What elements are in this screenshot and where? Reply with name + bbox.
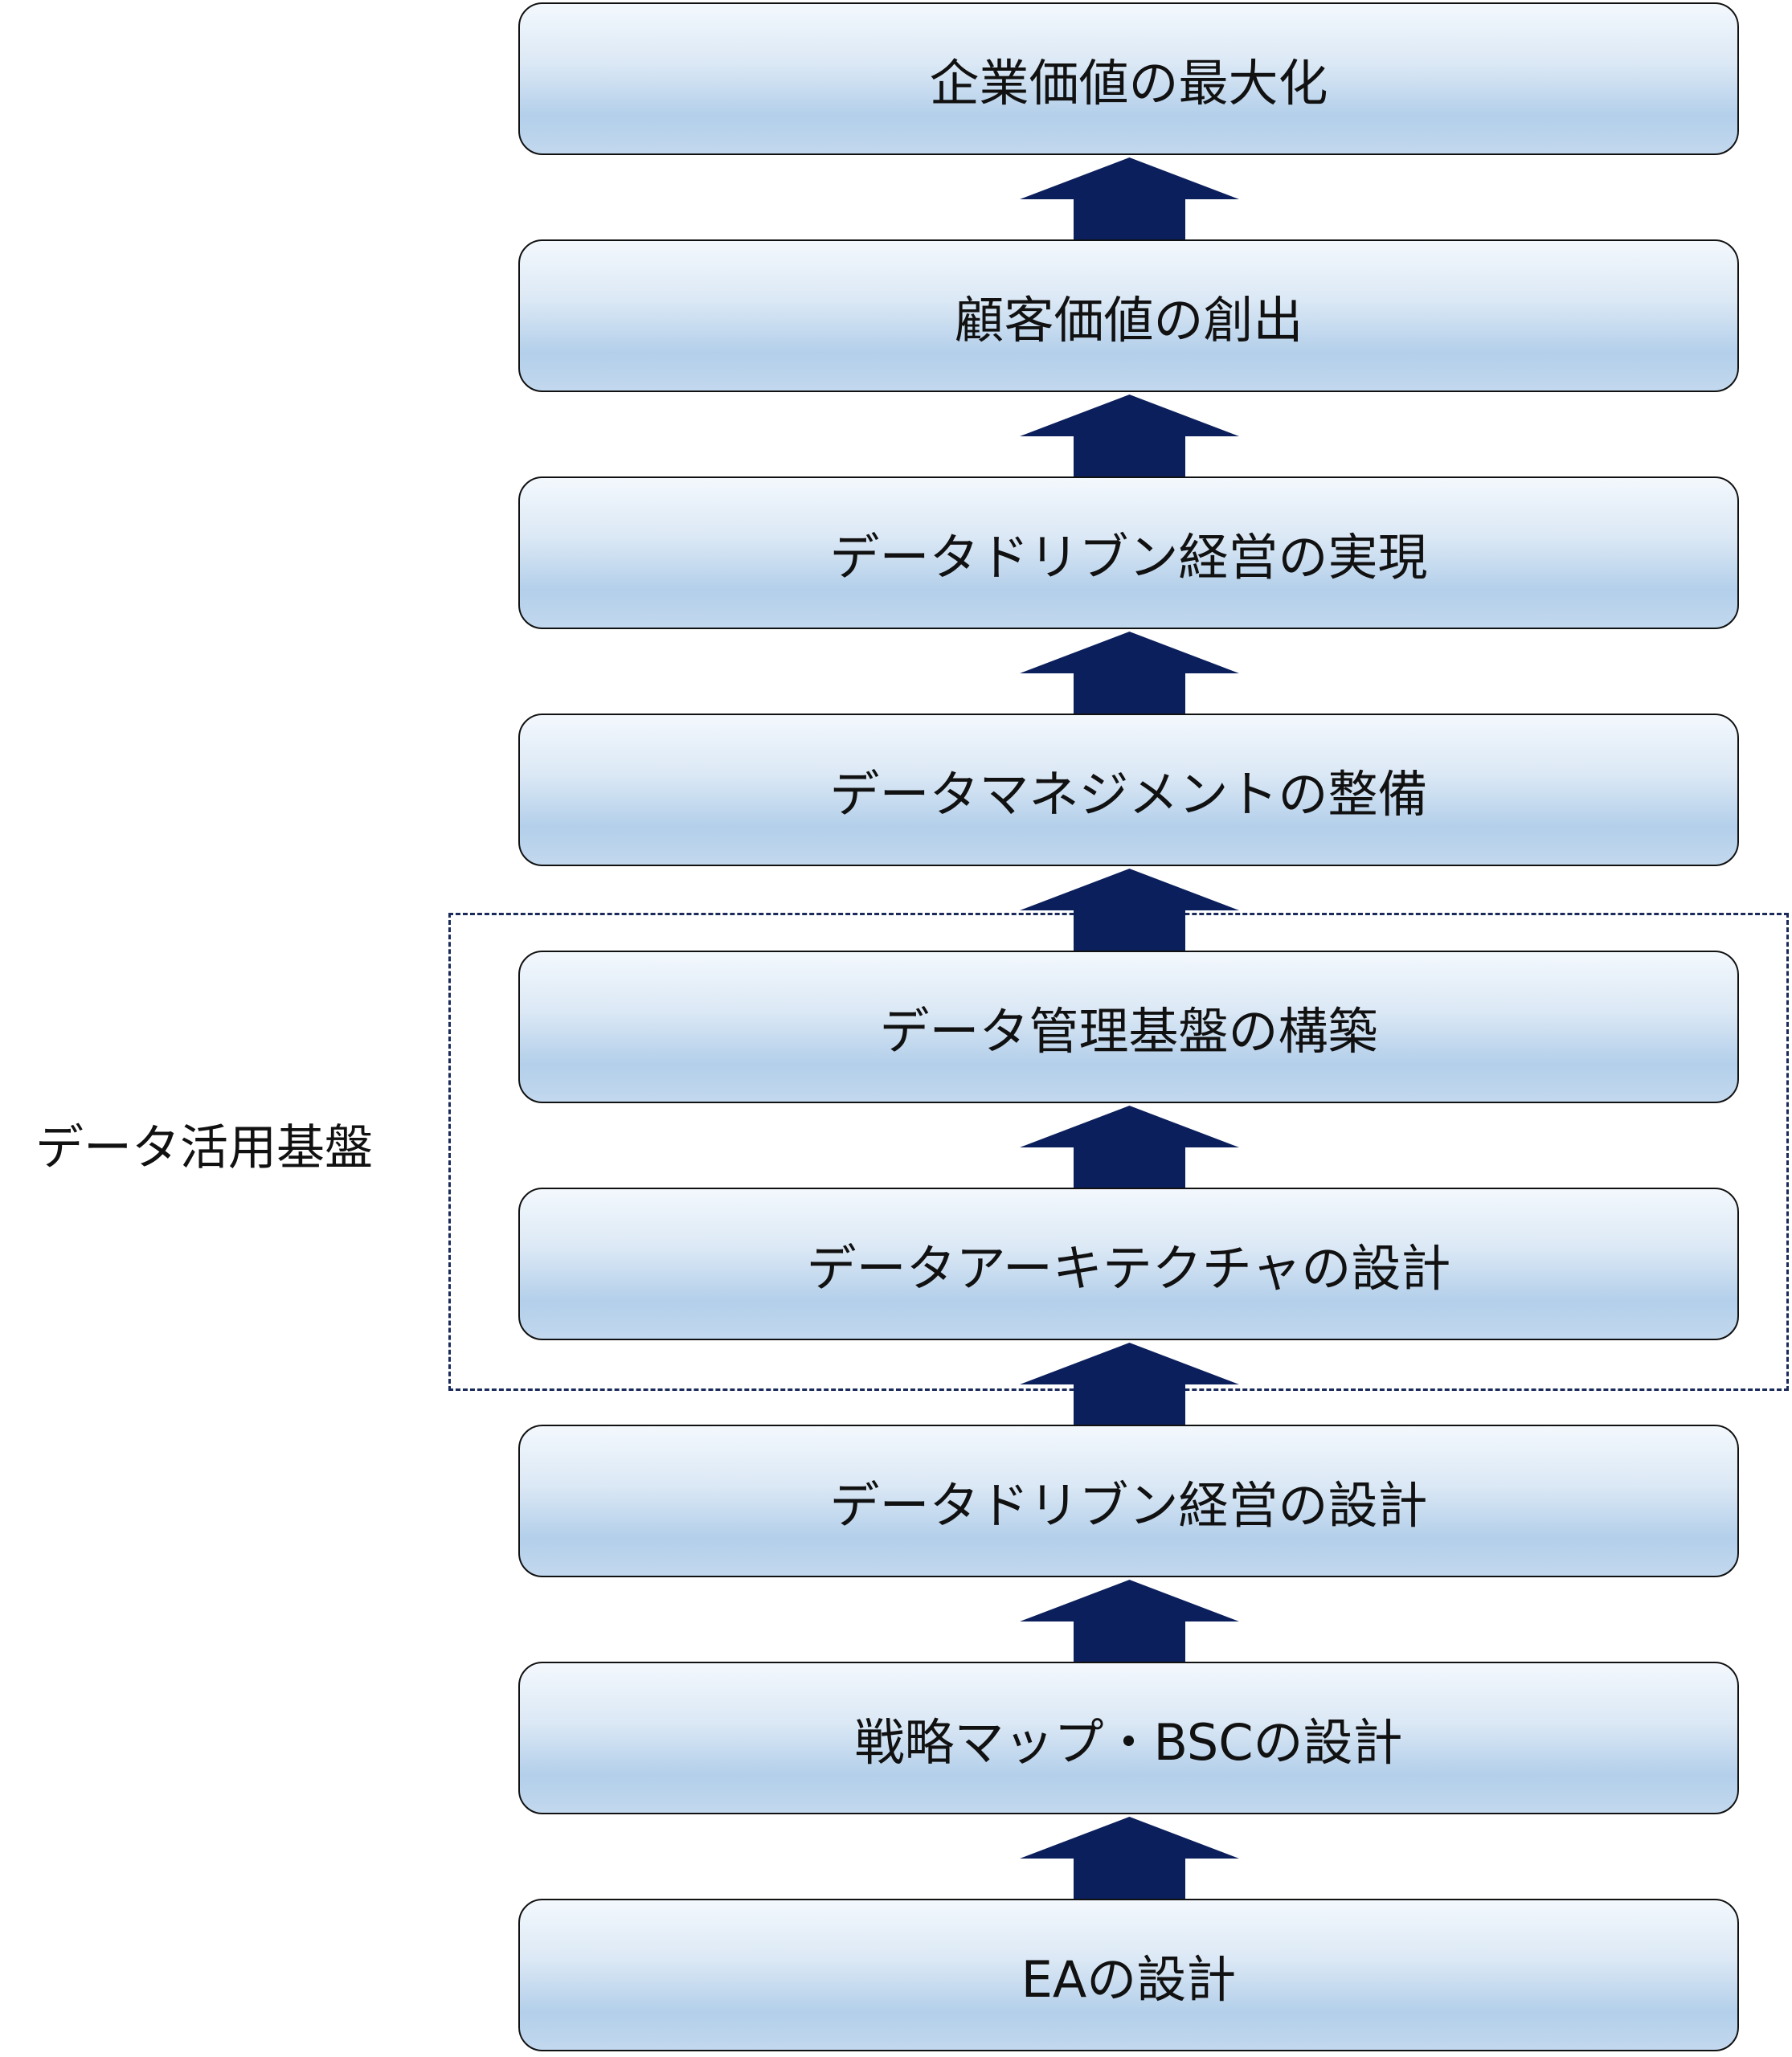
step-box: データドリブン経営の実現 <box>518 476 1739 629</box>
step-box: 顧客価値の創出 <box>518 239 1739 392</box>
step-box: EAの設計 <box>518 1899 1739 2051</box>
step-box: 戦略マップ・BSCの設計 <box>518 1662 1739 1814</box>
step-box: データ管理基盤の構築 <box>518 951 1739 1103</box>
up-arrow-icon <box>1020 1343 1239 1425</box>
step-box: データドリブン経営の設計 <box>518 1425 1739 1577</box>
group-label: データ活用基盤 <box>35 1120 373 1176</box>
step-box: データマネジメントの整備 <box>518 714 1739 866</box>
step-box: 企業価値の最大化 <box>518 2 1739 155</box>
up-arrow-icon <box>1020 869 1239 951</box>
step-box: データアーキテクチャの設計 <box>518 1188 1739 1340</box>
up-arrow-icon <box>1020 157 1239 239</box>
up-arrow-icon <box>1020 1580 1239 1662</box>
up-arrow-icon <box>1020 395 1239 476</box>
up-arrow-icon <box>1020 1817 1239 1899</box>
up-arrow-icon <box>1020 632 1239 714</box>
up-arrow-icon <box>1020 1106 1239 1188</box>
